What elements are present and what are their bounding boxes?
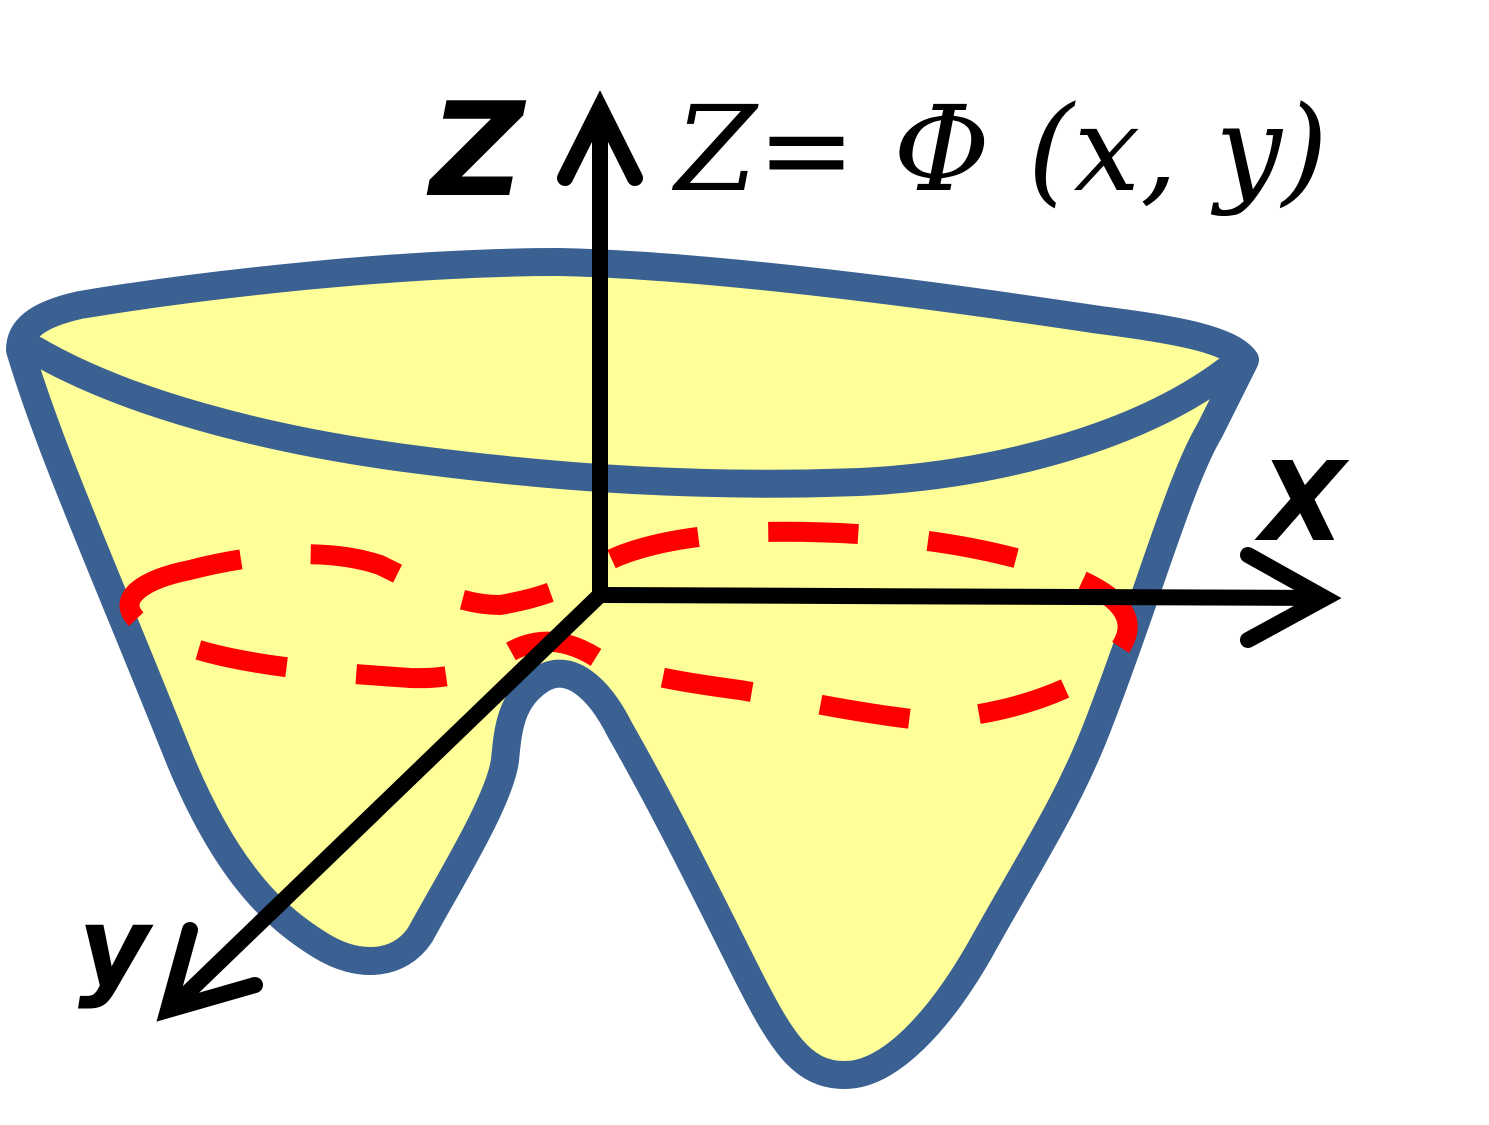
y-axis-arrowhead [156, 922, 263, 1022]
equation-label: Z= Φ (x, y) [671, 80, 1328, 218]
surface-rim-front [21, 336, 1254, 498]
y-axis-line [174, 589, 606, 1006]
x-axis-arrowhead [1240, 547, 1342, 648]
y-axis-label: y [78, 883, 154, 1011]
z-axis-label: Z [426, 74, 527, 226]
x-axis-label: X [1254, 438, 1350, 566]
z-axis-arrowhead [557, 90, 643, 186]
x-axis-line [599, 587, 1326, 606]
surface-body [6, 248, 1259, 1089]
contour-dashed-curve [119, 521, 1138, 731]
